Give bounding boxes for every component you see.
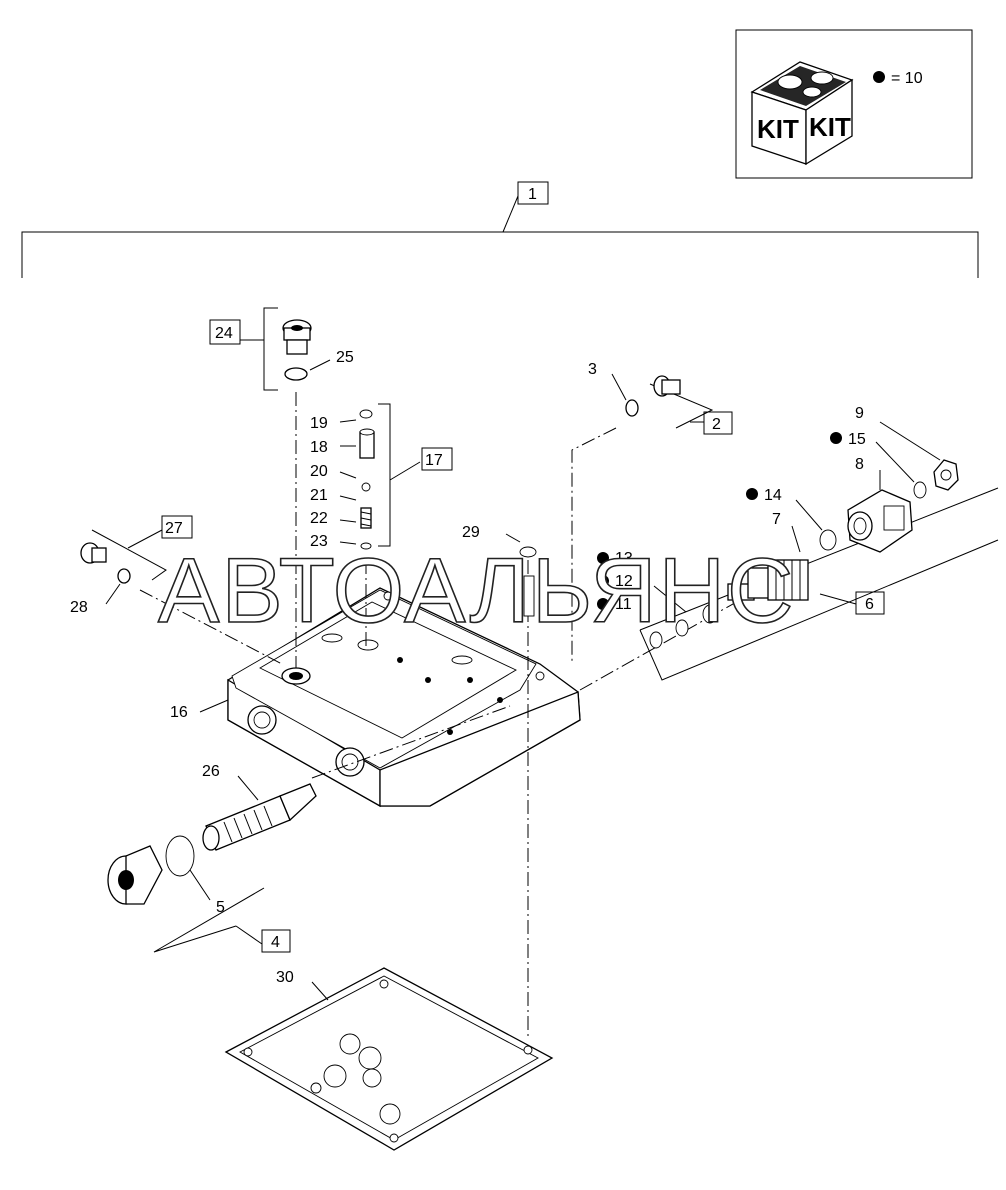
orifice-29-group: 29 <box>462 524 537 617</box>
label-15: 15 <box>848 431 866 448</box>
label-24: 24 <box>215 325 233 342</box>
label-30: 30 <box>276 969 294 986</box>
kit-bullet-icon <box>746 488 758 500</box>
kit-legend: KIT KIT = 10 <box>735 29 973 179</box>
label-8: 8 <box>855 456 864 473</box>
label-17: 17 <box>425 452 443 469</box>
label-13: 13 <box>615 550 633 567</box>
label-11: 11 <box>615 596 632 613</box>
label-20: 20 <box>310 463 328 480</box>
label-3: 3 <box>588 361 597 378</box>
assembly-bracket-1: 1 <box>21 181 979 278</box>
label-9: 9 <box>855 405 864 422</box>
label-28: 28 <box>70 599 88 616</box>
kit-bullet-icon <box>597 552 609 564</box>
kit-box-icon: KIT KIT <box>750 61 854 166</box>
label-29: 29 <box>462 524 480 541</box>
cartridge-6-group: 6 7 14 8 15 <box>597 405 999 681</box>
solenoid-8 <box>847 489 913 553</box>
kit-label-left: KIT <box>757 114 799 144</box>
valve-17-group: 17 19 18 20 21 22 23 <box>310 403 453 550</box>
label-26: 26 <box>202 763 220 780</box>
label-12: 12 <box>615 573 633 590</box>
watermark-text: АВТОАЛЬЯНС <box>158 540 796 642</box>
plug-27-group: 27 28 <box>70 515 193 616</box>
label-21: 21 <box>310 487 328 504</box>
label-2: 2 <box>712 416 721 433</box>
label-7: 7 <box>772 511 781 528</box>
label-16: 16 <box>170 704 188 721</box>
kit-label-right: KIT <box>809 112 851 142</box>
label-25: 25 <box>336 349 354 366</box>
kit-bullet-icon <box>830 432 842 444</box>
valve-body-16 <box>227 587 581 808</box>
label-19: 19 <box>310 415 328 432</box>
gasket-30 <box>224 967 554 1151</box>
plug-2-group: 2 3 <box>588 361 733 435</box>
label-18: 18 <box>310 439 328 456</box>
label-4: 4 <box>271 934 280 951</box>
plug-24-group: 24 25 <box>209 307 354 391</box>
label-22: 22 <box>310 510 328 527</box>
cartridge-valve-7 <box>727 559 809 601</box>
valve-26-group: 26 5 4 <box>107 763 317 953</box>
kit-equals-label: = 10 <box>891 70 923 87</box>
kit-bullet-icon <box>597 575 609 587</box>
label-1: 1 <box>528 186 537 203</box>
label-5: 5 <box>216 899 225 916</box>
kit-bullet-icon <box>597 598 609 610</box>
label-27: 27 <box>165 520 183 537</box>
kit-bullet-icon <box>873 71 885 83</box>
plug-4 <box>107 845 163 905</box>
label-23: 23 <box>310 533 328 550</box>
label-14: 14 <box>764 487 782 504</box>
label-6: 6 <box>865 596 874 613</box>
relief-valve-26 <box>202 783 317 851</box>
